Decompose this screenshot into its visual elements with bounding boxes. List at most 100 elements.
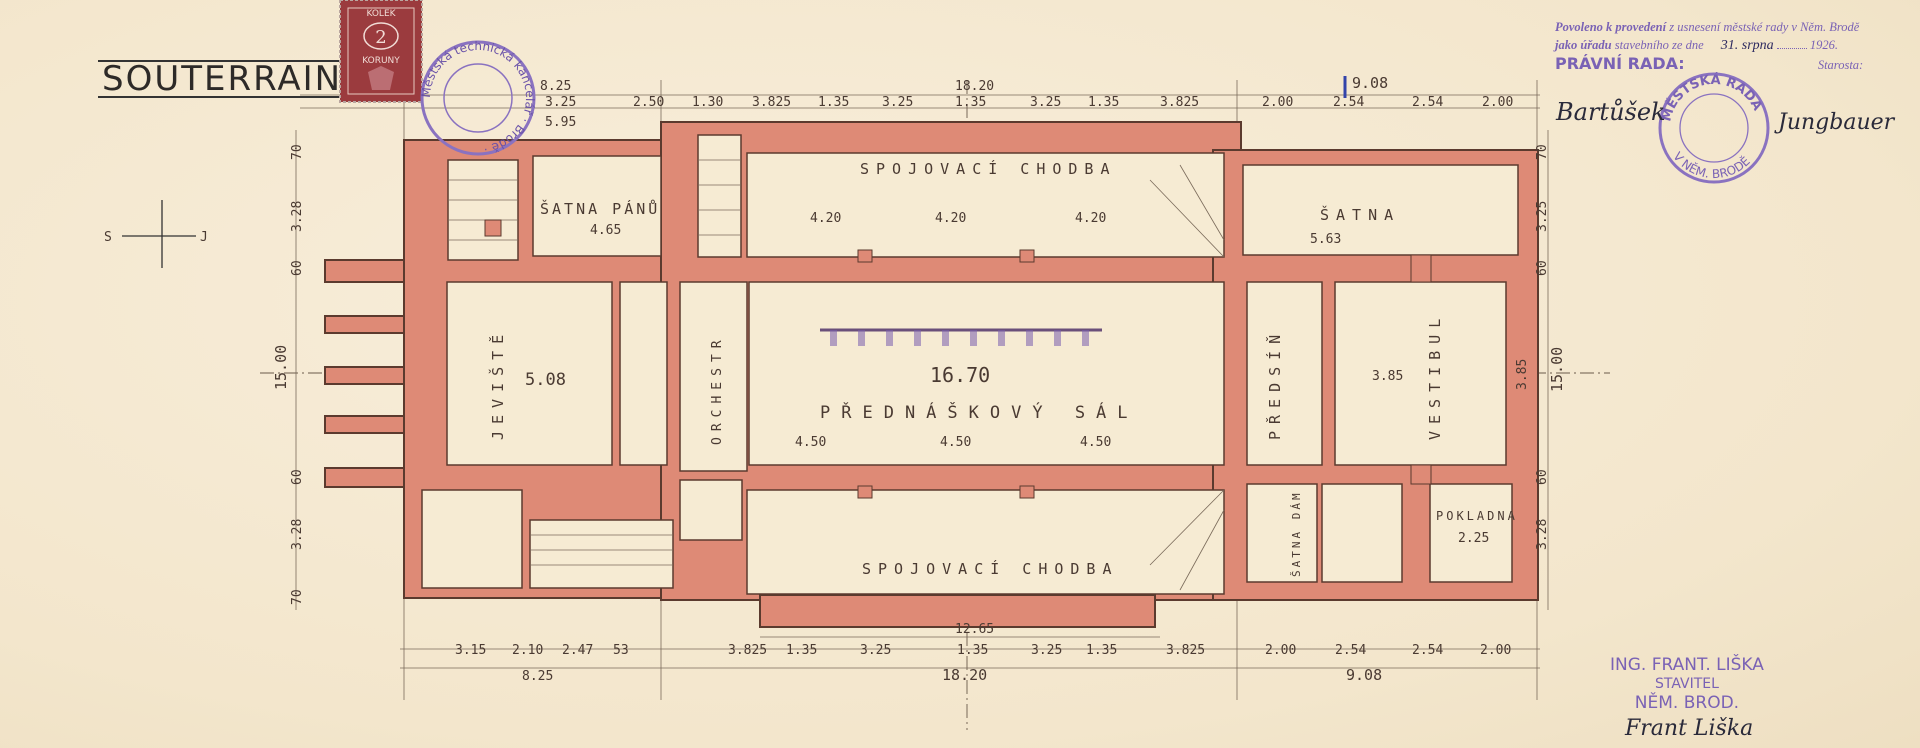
- council-stamp: MĚSTSKÁ RADA V NĚM. BRODĚ: [1658, 72, 1770, 184]
- dim: 2.50: [633, 95, 664, 110]
- stamp-value: 2: [375, 27, 386, 48]
- stair-bottom: [679, 479, 743, 541]
- dimensions-bays: 4.50 4.50 4.50 4.20 4.20 4.20: [795, 211, 1111, 450]
- dim: 3.25: [1031, 643, 1062, 658]
- stamp-top: KOLEK: [366, 9, 396, 19]
- stair-top-left: [447, 159, 519, 261]
- dim-total: 8.25: [540, 79, 571, 94]
- dim-total: 9.08: [1352, 74, 1388, 92]
- dim: 3.825: [1166, 643, 1205, 658]
- dim: 3.85: [1515, 359, 1530, 390]
- dim: 1.35: [1086, 643, 1117, 658]
- room-orchestra: [679, 281, 748, 472]
- dim: 4.50: [1080, 435, 1111, 450]
- dim: 2.00: [1480, 643, 1511, 658]
- dim: 2.00: [1265, 643, 1296, 658]
- dim: 70: [290, 144, 305, 160]
- dimensions-top: 8.25 18.20 9.08 5.95 3.25 2.50 1.30 3.82…: [540, 74, 1513, 130]
- approval-mayor: Starosta:: [1817, 58, 1864, 72]
- dim-total: 18.20: [955, 79, 994, 94]
- dim: 60: [1535, 469, 1550, 485]
- label-hall: PŘEDNÁŠKOVÝ SÁL: [820, 401, 1139, 423]
- dim: 3.25: [1030, 95, 1061, 110]
- dim: 53: [613, 643, 629, 658]
- dim: 2.54: [1412, 643, 1443, 658]
- office-stamp: Městská technická kancelář · Brodě ·: [419, 39, 537, 157]
- dim: 4.50: [940, 435, 971, 450]
- builder-name: ING. FRANT. LIŠKA: [1610, 655, 1764, 675]
- dim: 2.54: [1335, 643, 1366, 658]
- compass-icon: S J: [104, 200, 208, 268]
- room-stage: [446, 281, 613, 466]
- label-stage: JEVIŠTĚ: [488, 328, 507, 440]
- dim: 2.00: [1482, 95, 1513, 110]
- entrance-steps: [324, 259, 411, 488]
- colonnade: [820, 328, 1102, 346]
- builder-signature: Frant Liška: [1625, 716, 1754, 741]
- dim: 3.825: [728, 643, 767, 658]
- room-cloakroom: [1242, 164, 1519, 256]
- dim: 3.25: [1535, 201, 1550, 232]
- dim: 2.10: [512, 643, 543, 658]
- dim: 1.30: [692, 95, 723, 110]
- svg-text:Městská technická kancelář · B: Městská technická kancelář · Brodě ·: [419, 39, 537, 157]
- approval-year: 1926.: [1809, 38, 1839, 52]
- dim: 1.35: [786, 643, 817, 658]
- dim: 70: [1535, 144, 1550, 160]
- compass-north: J: [200, 230, 208, 245]
- dim: 2.00: [1262, 95, 1293, 110]
- dim: 2.54: [1333, 95, 1364, 110]
- dimensions-bottom: 12.65 3.15 2.10 2.47 53 3.825 1.35 3.25 …: [455, 622, 1511, 684]
- dim: 1.35: [957, 643, 988, 658]
- label-corridor-top: SPOJOVACÍ CHODBA: [860, 159, 1117, 178]
- stamp-top-text: MĚSTSKÁ RADA: [1659, 72, 1764, 123]
- dim-cloakroom: 5.63: [1310, 232, 1341, 247]
- room-satna-panu: [532, 155, 662, 257]
- label-satna-panu: ŠATNA PÁNŮ: [540, 199, 660, 218]
- dim: 3.15: [455, 643, 486, 658]
- room-corridor-top: [746, 152, 1225, 258]
- dim: 2.47: [562, 643, 593, 658]
- rooms: [421, 134, 1519, 595]
- drawing-title: SOUTERRAIN: [98, 60, 347, 98]
- approval-block: Povoleno k provedení z usnesení městské …: [1555, 18, 1915, 74]
- builder-place: NĚM. BROD.: [1634, 693, 1740, 713]
- room-vestibule: [1334, 281, 1507, 466]
- room-corridor-bottom: [746, 489, 1225, 595]
- compass-south: S: [104, 230, 112, 245]
- builder-role: STAVITEL: [1654, 676, 1719, 692]
- approval-line2b: stavebního ze dne: [1614, 38, 1704, 52]
- stamp-bottom: KORUNY: [362, 56, 400, 66]
- dim: 70: [290, 589, 305, 605]
- signature-mayor: Jungbauer: [1778, 110, 1895, 135]
- approval-council: PRÁVNÍ RADA:: [1555, 54, 1685, 73]
- dim: 3.825: [752, 95, 791, 110]
- label-lobby: PŘEDSÍŇ: [1265, 328, 1284, 440]
- dim-total: 15.00: [272, 345, 290, 390]
- dim-total: 18.20: [942, 666, 987, 684]
- dim: 1.35: [818, 95, 849, 110]
- room-labels: ŠATNA PÁNŮ 4.65 SPOJOVACÍ CHODBA SPOJOVA…: [488, 159, 1515, 578]
- dim: 3.25: [860, 643, 891, 658]
- label-vestibule: VESTIBUL: [1426, 312, 1444, 440]
- dim: 3.825: [1160, 95, 1199, 110]
- dim: 60: [290, 469, 305, 485]
- dim: 3.28: [1535, 519, 1550, 550]
- approval-line1a: Povoleno k provedení: [1555, 20, 1667, 34]
- signature-council: Bartůšek: [1556, 98, 1666, 126]
- dim-total: 9.08: [1346, 666, 1382, 684]
- dim: 3.25: [545, 95, 576, 110]
- dim: 60: [290, 260, 305, 276]
- room-hall: [748, 281, 1225, 466]
- approval-line1b: z usnesení městské rady v Něm. Brodě: [1669, 20, 1860, 34]
- dim: 2.54: [1412, 95, 1443, 110]
- revenue-stamp: KOLEK 2 KORUNY: [339, 0, 423, 103]
- label-orchestra: ORCHESTR: [710, 334, 725, 445]
- label-ladies: ŠATNA DÁM: [1290, 490, 1303, 577]
- approval-date: 31. srpna: [1720, 38, 1774, 53]
- dimensions-right: 70 3.25 60 3.85 15.00 60 3.28: [1515, 144, 1566, 550]
- dim-total: 8.25: [522, 669, 553, 684]
- office-stamp-text: Městská technická kancelář · Brodě ·: [419, 39, 537, 157]
